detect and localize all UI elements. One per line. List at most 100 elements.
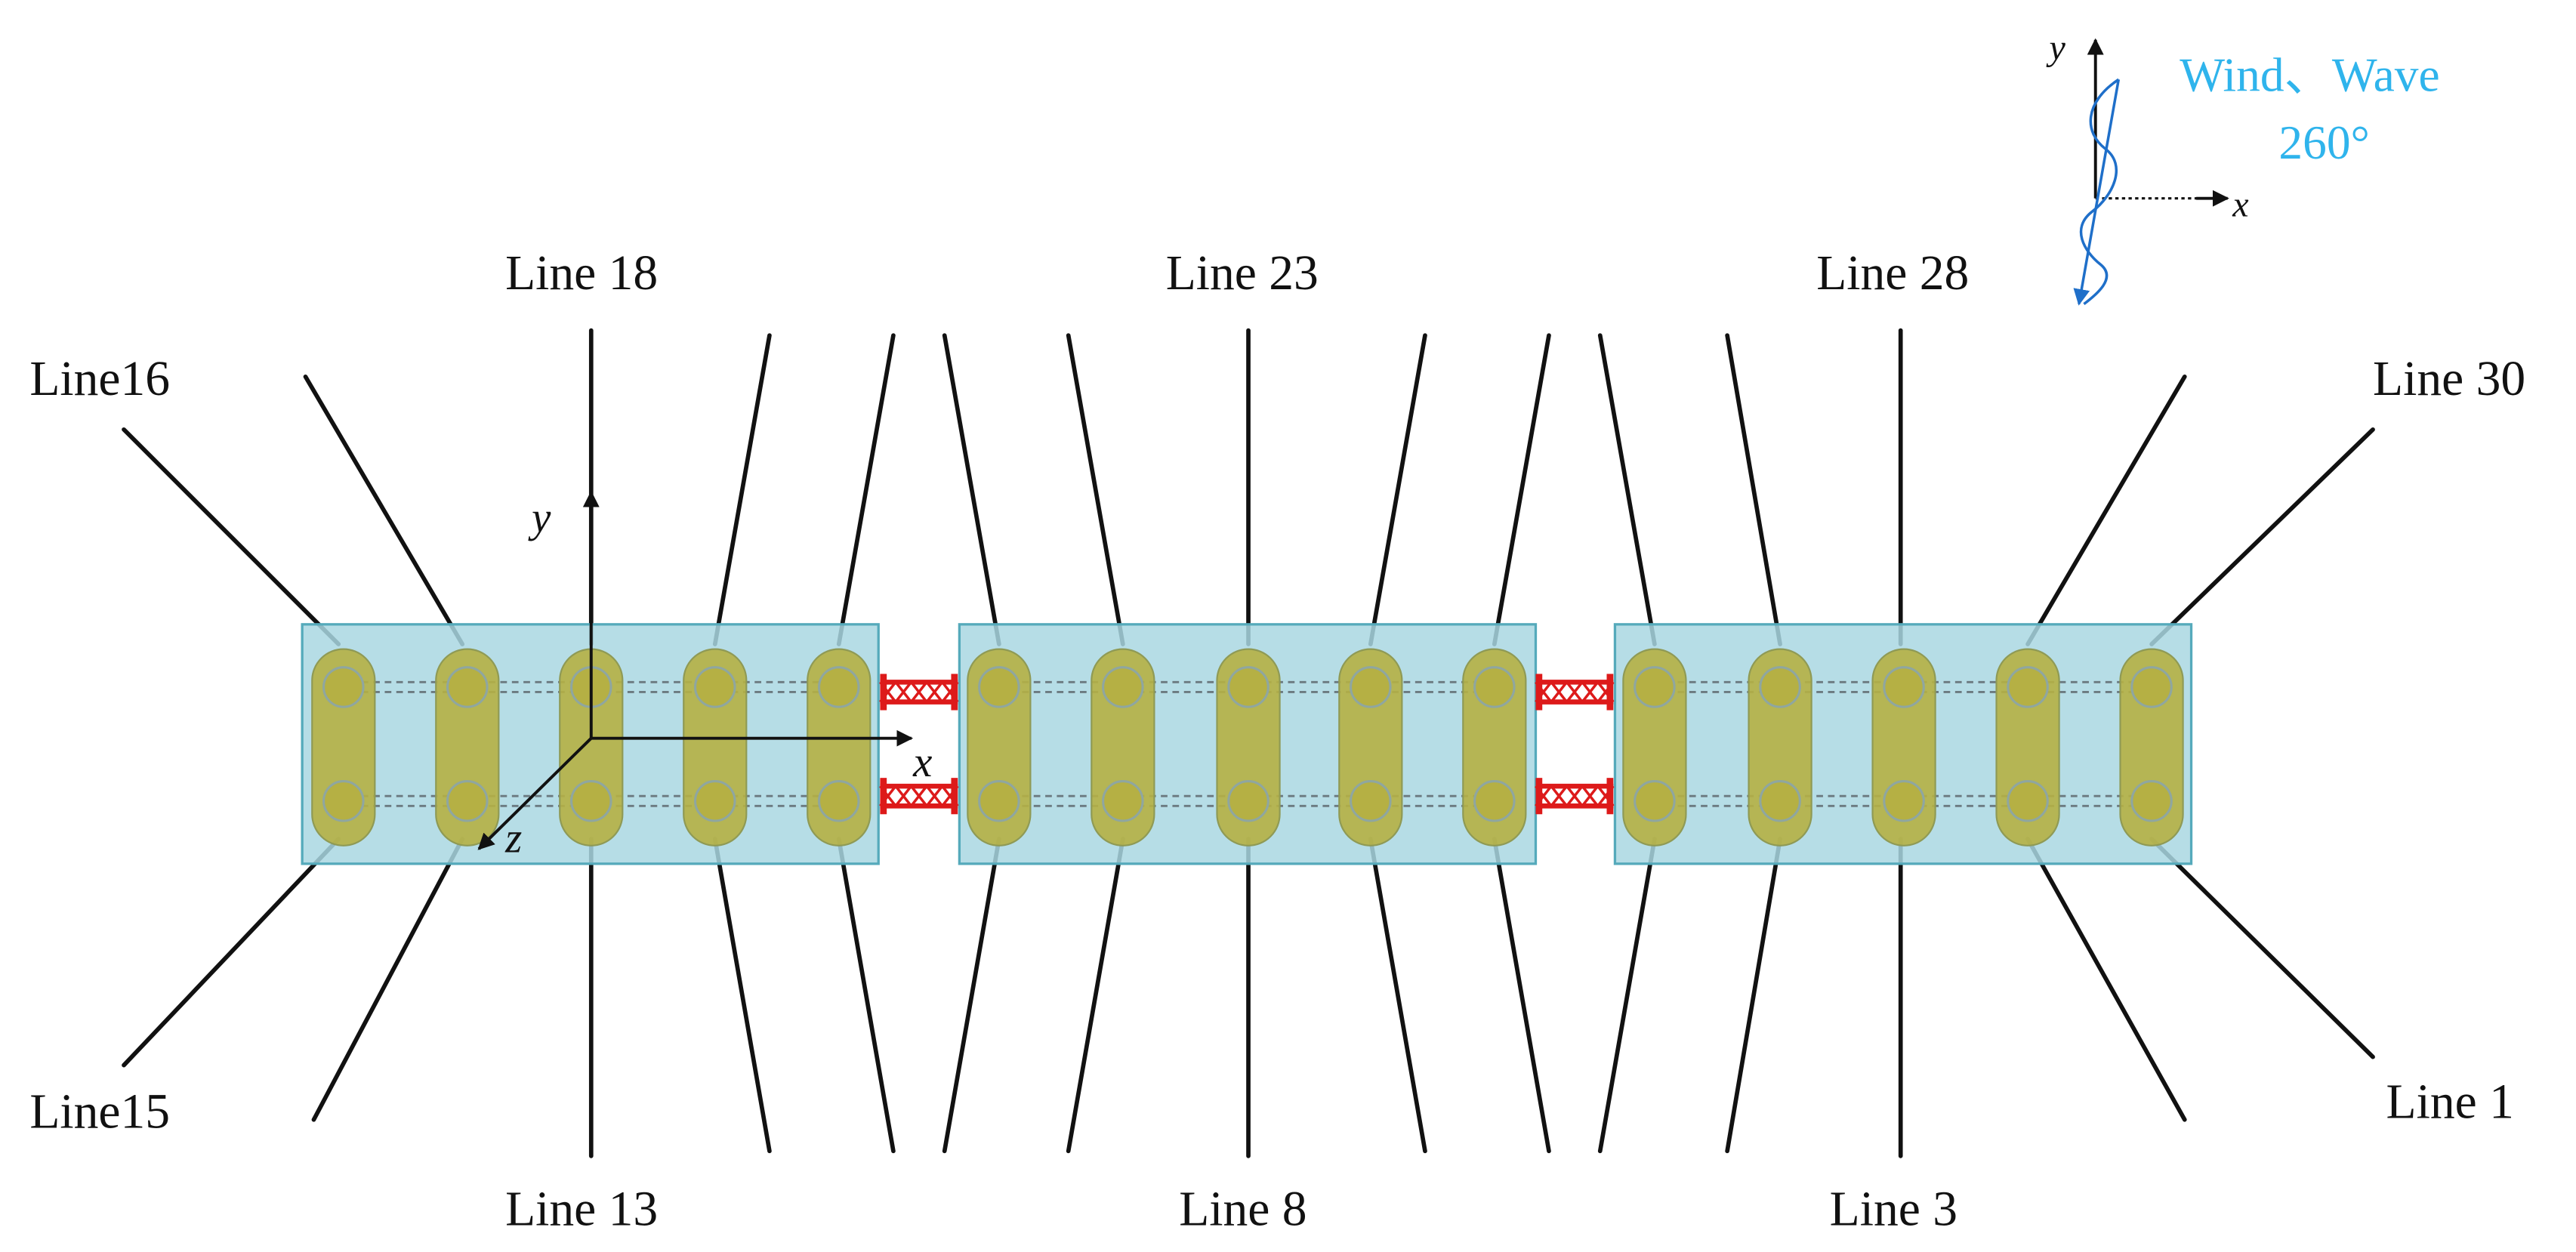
pontoon-column: [807, 648, 872, 846]
mooring-line: [122, 837, 341, 1068]
column-node: [1350, 780, 1392, 822]
column-node: [2130, 666, 2173, 708]
connector-part: [879, 785, 959, 807]
mooring-line: [1368, 837, 1427, 1154]
column-node: [446, 666, 489, 708]
connector-part: [1606, 674, 1614, 711]
column-node: [2007, 666, 2049, 708]
mooring-line: [311, 837, 465, 1122]
column-node: [446, 780, 489, 822]
column-node: [570, 780, 612, 822]
column-node: [2130, 780, 2173, 822]
column-node: [1102, 780, 1144, 822]
mooring-line: [2025, 837, 2187, 1122]
column-node: [817, 666, 860, 708]
mooring-line: [1725, 333, 1782, 646]
column-node: [1759, 780, 1801, 822]
column-node: [322, 780, 365, 822]
mooring-lines: [122, 328, 2375, 1158]
pontoon-column: [1091, 648, 1155, 846]
label-line8: Line 8: [1179, 1183, 1307, 1237]
column-node: [1227, 666, 1269, 708]
pontoon-column: [1462, 648, 1527, 846]
column-node: [1473, 666, 1516, 708]
column-node: [817, 780, 860, 822]
mooring-line: [122, 427, 341, 646]
connector-part: [951, 674, 958, 711]
column-node: [978, 780, 1020, 822]
column-node: [1473, 780, 1516, 822]
label-line23: Line 23: [1166, 246, 1319, 301]
pontoon-column: [1748, 648, 1812, 846]
column-node: [1883, 666, 1925, 708]
pontoon-column: [311, 648, 376, 846]
mooring-line: [1492, 837, 1551, 1154]
label-line3: Line 3: [1830, 1183, 1957, 1237]
mooring-line: [1725, 837, 1782, 1154]
column-node: [1227, 780, 1269, 822]
module-connector: [879, 674, 959, 711]
mooring-line: [836, 333, 896, 646]
wind-wave-label: Wind、Wave: [2180, 49, 2439, 102]
inset-x-label: x: [2232, 185, 2248, 225]
module-connector: [1535, 674, 1615, 711]
column-node: [1883, 780, 1925, 822]
mooring-line: [1492, 333, 1551, 646]
column-node: [1634, 780, 1676, 822]
z-axis: [477, 737, 593, 850]
pontoon-column: [967, 648, 1032, 846]
module-connector: [879, 778, 959, 815]
column-node: [694, 780, 736, 822]
column-node: [1759, 666, 1801, 708]
mooring-line: [836, 837, 896, 1154]
wave-curve: [2079, 78, 2120, 306]
column-node: [2007, 780, 2049, 822]
module-decks: [301, 623, 2193, 865]
connector-part: [1535, 785, 1615, 807]
pontoon-column: [1338, 648, 1403, 846]
mooring-line: [2149, 837, 2375, 1059]
column-node: [1102, 666, 1144, 708]
mooring-line: [712, 837, 772, 1154]
pontoon-column: [1216, 648, 1281, 846]
connector-part: [1535, 778, 1543, 815]
y-axis-label: y: [528, 494, 551, 541]
mooring-line: [1597, 333, 1657, 646]
label-line1: Line 1: [2386, 1075, 2514, 1130]
mooring-line: [942, 837, 1001, 1154]
mooring-line: [712, 333, 772, 646]
label-line28: Line 28: [1816, 246, 1969, 301]
label-line15: Line15: [29, 1085, 170, 1139]
connector-part: [1606, 778, 1614, 815]
mooring-line: [2149, 427, 2375, 646]
pontoon-column: [1995, 648, 2060, 846]
connector-part: [880, 778, 887, 815]
connectors: [879, 674, 1615, 815]
column-node: [322, 666, 365, 708]
columns: [311, 648, 2184, 846]
label-line13: Line 13: [505, 1183, 658, 1237]
wind-angle-label: 260°: [2278, 116, 2369, 169]
connector-part: [951, 778, 958, 815]
mooring-line: [2025, 374, 2187, 646]
connector-part: [880, 674, 887, 711]
inset-y-label: y: [2045, 28, 2065, 68]
z-axis-label: z: [504, 815, 522, 862]
x-axis-label: x: [912, 739, 932, 786]
mooring-line: [1597, 837, 1657, 1154]
column-node: [694, 666, 736, 708]
label-line18: Line 18: [505, 246, 658, 301]
global-axes: [477, 490, 914, 850]
direction-line: [2073, 79, 2121, 306]
connector-part: [1535, 674, 1543, 711]
pontoon-column: [435, 648, 500, 846]
wind-wave-inset: y x Wind、Wave 260°: [2045, 28, 2440, 306]
pontoon-column: [1622, 648, 1687, 846]
column-node: [978, 666, 1020, 708]
label-line30: Line 30: [2373, 352, 2525, 406]
column-node: [1634, 666, 1676, 708]
pontoon-column: [683, 648, 748, 846]
connector-part: [879, 681, 959, 703]
connector-part: [1535, 681, 1615, 703]
